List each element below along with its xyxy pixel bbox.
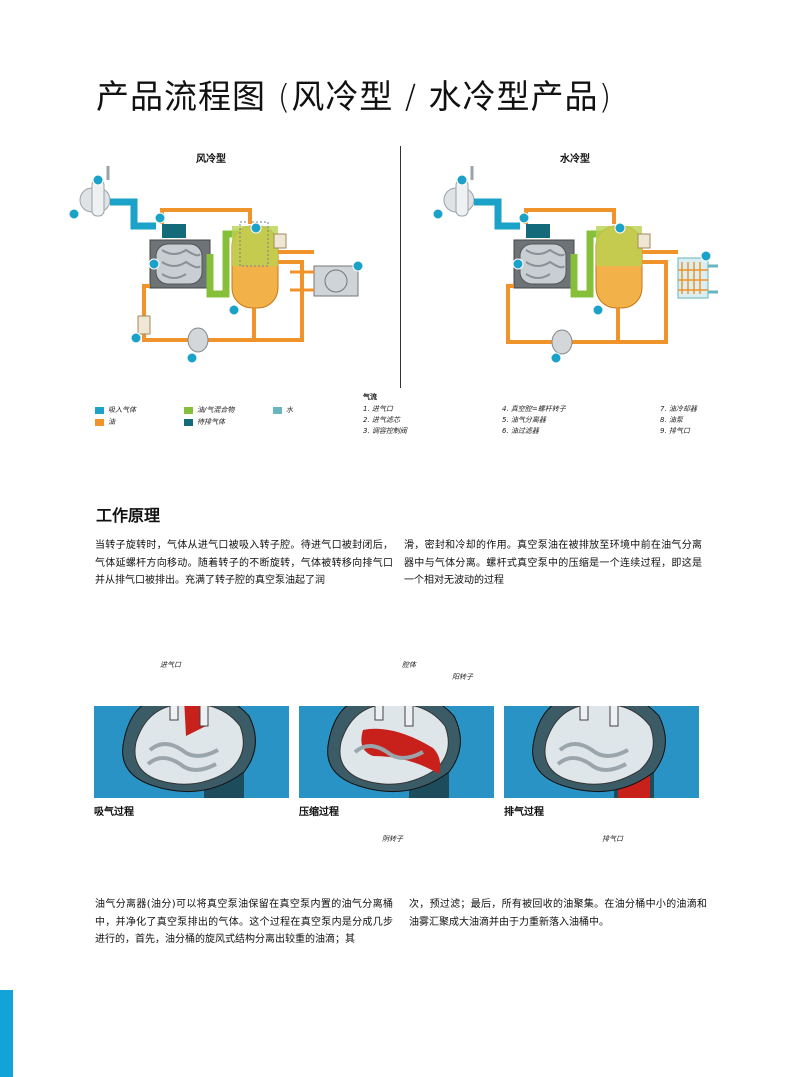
page-title: 产品流程图 (风冷型 / 水冷型产品) bbox=[96, 77, 613, 116]
swatch-oil-gas-mix bbox=[184, 406, 193, 414]
swatch-exhaust-gas bbox=[184, 418, 193, 426]
paragraph-separator-left: 油气分离器(油分)可以将真空泵油保留在真空泵内置的油气分离桶中，并净化了真空泵排… bbox=[95, 899, 393, 945]
legend-item: 水 bbox=[273, 405, 293, 415]
stage-exhaust-image bbox=[504, 706, 699, 798]
paragraph-principle-right: 滑，密封和冷却的作用。真空泵油在被排放至环境中前在油气分离器中与气体分离。螺杆式… bbox=[404, 540, 702, 586]
legend-label: 吸入气体 bbox=[108, 406, 136, 414]
airflow-item: 8. 油泵 bbox=[660, 416, 683, 424]
legend-item: 油/气混合物 bbox=[184, 405, 234, 415]
air-cooled-flow-diagram bbox=[68, 166, 364, 364]
airflow-item: 6. 油过滤器 bbox=[502, 427, 539, 435]
airflow-item: 2. 进气滤芯 bbox=[363, 416, 400, 424]
airflow-item: 5. 油气分离器 bbox=[502, 416, 546, 424]
airflow-list-col2: 4. 真空腔=螺杆转子 5. 油气分离器 6. 油过滤器 bbox=[502, 404, 566, 437]
airflow-list-col3: 7. 油冷却器 8. 油泵 9. 排气口 bbox=[660, 404, 697, 437]
legend-item: 待排气体 bbox=[184, 417, 225, 427]
airflow-item: 1. 进气口 bbox=[363, 405, 393, 413]
legend-item: 油 bbox=[95, 417, 115, 427]
stage-exhaust-label: 排气过程 bbox=[504, 807, 544, 818]
callout-outlet: 排气口 bbox=[602, 835, 623, 843]
legend-label: 待排气体 bbox=[197, 418, 225, 426]
airflow-item: 4. 真空腔=螺杆转子 bbox=[502, 405, 566, 413]
water-cooled-title: 水冷型 bbox=[560, 154, 590, 165]
swatch-water bbox=[273, 406, 282, 414]
section-title: 工作原理 bbox=[96, 506, 161, 525]
swatch-intake-gas bbox=[95, 406, 104, 414]
airflow-item: 7. 油冷却器 bbox=[660, 405, 697, 413]
paragraph-separator-right: 次，预过滤；最后，所有被回收的油聚集。在油分桶中小的油滴和油雾汇聚成大油滴并由于… bbox=[409, 899, 707, 928]
paragraph-principle-left: 当转子旋转时，气体从进气口被吸入转子腔。待进气口被封闭后，气体延螺杆方向移动。随… bbox=[95, 540, 393, 586]
air-cooled-title: 风冷型 bbox=[196, 154, 226, 165]
airflow-title: 气流 bbox=[363, 393, 377, 401]
legend-item: 吸入气体 bbox=[95, 405, 136, 415]
airflow-item: 3. 调容控制阀 bbox=[363, 427, 407, 435]
airflow-list-col1: 1. 进气口 2. 进气滤芯 3. 调容控制阀 bbox=[363, 404, 407, 437]
callout-female-rotor: 阴转子 bbox=[382, 835, 403, 843]
legend-label: 油/气混合物 bbox=[197, 406, 235, 414]
callout-inlet: 进气口 bbox=[160, 661, 181, 669]
stage-compression-label: 压缩过程 bbox=[299, 807, 339, 818]
swatch-oil bbox=[95, 418, 104, 426]
legend-label: 油 bbox=[108, 418, 115, 426]
water-cooled-flow-diagram bbox=[432, 166, 718, 364]
callout-housing: 腔体 bbox=[402, 661, 416, 669]
stage-intake-image bbox=[94, 706, 289, 798]
legend-label: 水 bbox=[286, 406, 293, 414]
diagram-divider bbox=[400, 146, 401, 388]
intake-filter-icon bbox=[79, 166, 111, 217]
callout-male-rotor: 阳转子 bbox=[452, 673, 473, 681]
stage-compression-image bbox=[299, 706, 494, 798]
accent-bar bbox=[0, 990, 13, 1077]
airflow-item: 9. 排气口 bbox=[660, 427, 690, 435]
stage-intake-label: 吸气过程 bbox=[94, 807, 134, 818]
